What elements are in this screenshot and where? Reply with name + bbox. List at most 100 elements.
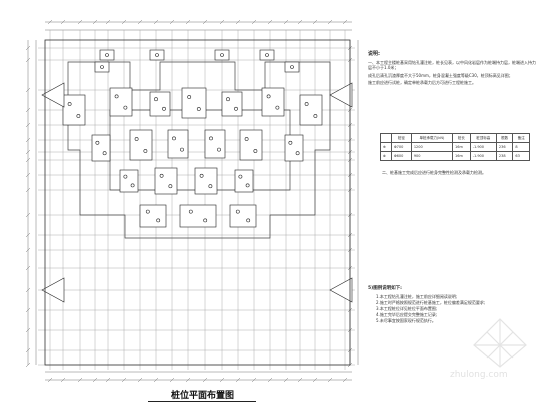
pile-marker xyxy=(168,184,173,189)
dimension-tick xyxy=(25,172,31,178)
dimension-tick xyxy=(25,362,31,368)
pile-marker xyxy=(234,106,238,111)
pile-marker xyxy=(208,184,213,189)
pile-cap xyxy=(119,169,139,193)
dimension-tick xyxy=(169,377,175,383)
dimension-tick xyxy=(169,19,175,25)
pile-marker xyxy=(172,136,176,141)
pile-cap xyxy=(261,87,285,117)
legend-item: 1.本工程钻孔灌注桩，施工前应详细阅读说明; xyxy=(376,294,458,299)
triangular-pile-cap xyxy=(41,277,65,303)
pile-marker xyxy=(123,105,128,110)
dimension-tick xyxy=(219,19,225,25)
dimension-tick xyxy=(297,19,303,25)
dimension-tick xyxy=(312,377,318,383)
triangular-pile-cap xyxy=(329,277,353,303)
title-underline xyxy=(148,401,256,402)
dimension-tick xyxy=(327,19,333,25)
dimension-tick xyxy=(251,377,257,383)
pile-marker xyxy=(275,105,280,110)
dimension-tick xyxy=(25,122,31,128)
pile-caps xyxy=(41,49,353,303)
dimension-tick xyxy=(77,377,83,383)
pile-cap xyxy=(299,94,323,126)
pile-schedule-table: 桩径 单桩承载力(kN) 桩长 桩顶标高 根数 备注 ⊕ Φ700 1200 1… xyxy=(380,133,530,161)
table-cell: 238 xyxy=(495,151,514,161)
pile-marker xyxy=(295,151,300,156)
pile-marker xyxy=(290,65,294,69)
dimension-tick xyxy=(25,57,31,63)
watermark-text: zhulong.com xyxy=(450,370,508,380)
notes-heading: 说明: xyxy=(368,51,380,57)
triangular-pile-cap xyxy=(41,82,65,108)
pile-marker xyxy=(238,174,243,179)
dimension-tick xyxy=(312,19,318,25)
pile-marker xyxy=(134,137,139,141)
dimension-tick xyxy=(25,107,31,113)
table-header-row: 桩径 单桩承载力(kN) 桩长 桩顶标高 根数 备注 xyxy=(380,133,530,143)
table-header: 备注 xyxy=(512,133,530,143)
pile-marker xyxy=(123,174,128,179)
pile-marker xyxy=(246,218,251,223)
triangular-pile-cap xyxy=(329,82,353,108)
dimension-tick xyxy=(185,377,191,383)
table-cell: Φ700 xyxy=(390,142,412,152)
dimension-tick xyxy=(25,157,31,163)
dimension-tick xyxy=(25,287,31,293)
pile-cap xyxy=(234,169,254,193)
pile-marker xyxy=(114,94,119,99)
pile-marker xyxy=(313,114,318,118)
table-row: ⊗ Φ600 900 16m -1.900 238 63 xyxy=(380,151,530,161)
table-cell: ⊗ xyxy=(380,151,392,161)
pile-marker xyxy=(67,102,72,106)
pile-cap xyxy=(284,134,304,162)
dimension-tick xyxy=(185,19,191,25)
drawing-title: 桩位平面布置图 xyxy=(170,391,234,401)
dimension-tick xyxy=(25,187,31,193)
pile-marker xyxy=(100,65,104,69)
dimension-tick xyxy=(92,19,98,25)
note-item-2: 成孔后清孔沉渣厚度不大于50mm，桩身混凝土强度等级C30，桩顶标高见详图； xyxy=(368,72,513,78)
table-cell: 1200 xyxy=(410,142,453,152)
pile-marker xyxy=(203,218,208,223)
dimension-tick xyxy=(121,19,127,25)
pile-marker xyxy=(102,151,107,156)
dimension-tick xyxy=(25,247,31,253)
outer-frame xyxy=(44,39,351,366)
dimension-tick xyxy=(137,377,143,383)
legend-item: 5.未尽事宜按国家现行规范执行。 xyxy=(376,318,436,323)
table-cell: -1.900 xyxy=(469,151,497,161)
pile-cap xyxy=(181,87,207,119)
pile-marker xyxy=(95,140,100,145)
pile-cap xyxy=(229,204,257,228)
pile-cap xyxy=(239,129,263,161)
pile-marker xyxy=(266,94,271,99)
plan-border xyxy=(44,39,351,366)
dimension-tick xyxy=(60,19,66,25)
dimension-tick xyxy=(153,377,159,383)
dimension-tick xyxy=(25,87,31,93)
table-cell: 236 xyxy=(495,142,514,152)
pile-marker xyxy=(217,147,221,152)
table-cell: ⊕ xyxy=(380,142,392,152)
pile-cap xyxy=(221,91,243,117)
pile-marker xyxy=(145,209,150,214)
table-cell: 16m xyxy=(451,142,471,152)
pile-cap xyxy=(129,129,153,161)
pile-marker xyxy=(304,102,309,106)
dimension-tick xyxy=(77,19,83,25)
table-cell: 16m xyxy=(451,151,471,161)
pile-marker xyxy=(244,137,249,141)
dimension-tick xyxy=(105,377,111,383)
building-outline-path xyxy=(67,61,331,239)
dimension-tick xyxy=(47,19,53,25)
dimension-tick xyxy=(283,19,289,25)
dimension-tick xyxy=(283,377,289,383)
pile-marker xyxy=(130,183,135,188)
pile-cap xyxy=(204,129,226,159)
pile-marker xyxy=(188,209,193,214)
dimension-tick xyxy=(121,377,127,383)
axis-grid xyxy=(38,30,355,370)
note-item-3: 施工前应进行试桩，确定单桩承载力后方可进行工程桩施工。 xyxy=(368,79,476,85)
